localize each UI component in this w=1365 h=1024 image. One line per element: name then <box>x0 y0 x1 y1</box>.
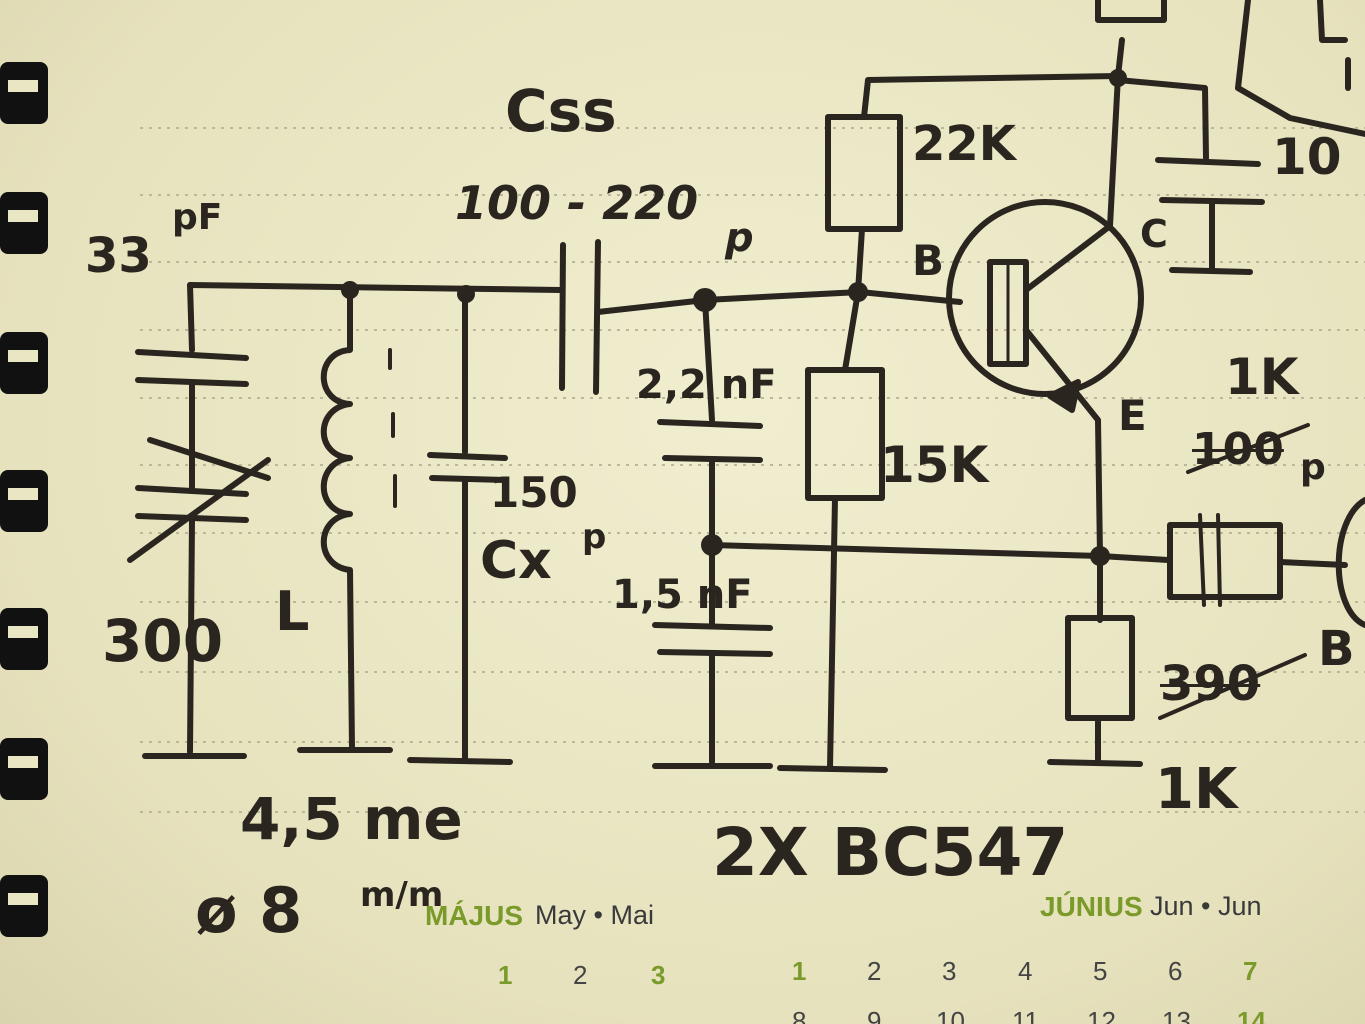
calendar-june-sub: Jun • Jun <box>1150 891 1262 921</box>
calendar-june-name: JÚNIUS <box>1040 891 1143 922</box>
label-1k-top: 1K <box>1225 348 1299 406</box>
label-var-cap: 300 <box>102 607 224 675</box>
capacitor-css <box>559 242 566 391</box>
calendar-june-day: 9 <box>867 1006 882 1024</box>
calendar-june-day: 8 <box>792 1006 807 1024</box>
capacitor-1-5nf <box>652 622 773 631</box>
calendar-june-day: 5 <box>1093 956 1108 986</box>
calendar-may-name: MÁJUS <box>425 900 524 931</box>
variable-capacitor <box>187 282 195 353</box>
crystal <box>1167 522 1283 600</box>
label-emitter: E <box>1118 391 1147 440</box>
calendar-may-day: 1 <box>498 960 513 990</box>
label-coil-diameter: ø 8 <box>195 874 303 947</box>
label-strike-100p: 100 <box>1192 424 1284 475</box>
calendar-june-day: 6 <box>1168 956 1183 986</box>
label-cx: Cx <box>480 531 552 591</box>
label-transistor: 2X BC547 <box>712 814 1069 891</box>
label-cx-value: 150 <box>490 468 578 517</box>
label-partial-b: B <box>1318 621 1355 677</box>
label-22k: 22K <box>912 116 1016 172</box>
calendar-june-day: 12 <box>1087 1006 1116 1024</box>
top-wire <box>187 282 563 293</box>
calendar-june-day: 14 <box>1237 1006 1266 1024</box>
label-coil-turns: 4,5 me <box>240 785 463 853</box>
calendar-june-day: 11 <box>1012 1006 1039 1024</box>
calendar-june-day: 13 <box>1162 1006 1191 1024</box>
calendar-june-day: 1 <box>792 956 807 986</box>
label-2-2nf: 2,2 nF <box>636 362 777 408</box>
label-1-5nf: 1,5 nF <box>612 572 753 618</box>
label-strike-100p-unit: p <box>1300 447 1326 488</box>
label-c-in-unit: pF <box>172 197 223 238</box>
calendar-june-day: 10 <box>936 1006 965 1024</box>
label-css: Css <box>505 77 617 145</box>
capacitor-2-2nf <box>657 419 763 429</box>
ruled-lines <box>140 127 1365 813</box>
label-base: B <box>912 236 945 285</box>
calendar-june-day: 3 <box>942 956 957 986</box>
label-coil-diameter-unit: m/m <box>360 875 444 915</box>
spiral-binding <box>0 62 48 937</box>
label-collector: C <box>1140 212 1168 256</box>
calendar-june-day: 4 <box>1018 956 1033 986</box>
calendar-may-sub: May • Mai <box>535 900 654 930</box>
label-c-in: 33 <box>85 228 152 284</box>
resistor-22k <box>825 114 903 232</box>
coil <box>320 287 355 751</box>
transistor-symbol <box>946 199 1144 397</box>
label-coil: L <box>275 580 310 643</box>
calendar-june-day: 7 <box>1243 956 1258 986</box>
calendar-june-day: 2 <box>867 956 882 986</box>
label-coupling-cap-unit: p <box>725 215 754 261</box>
calendar-may-day: 2 <box>573 960 588 990</box>
label-1k-bottom: 1K <box>1155 757 1238 822</box>
resistor-15k <box>805 367 885 501</box>
label-coupling-cap: 100 - 220 <box>455 176 699 230</box>
label-cx-unit: p <box>582 517 607 557</box>
label-cap-partial: 10 <box>1272 128 1342 186</box>
resistor-emitter <box>1065 615 1135 721</box>
calendar-may-day: 3 <box>651 960 666 990</box>
label-15k: 15K <box>880 436 989 494</box>
label-strike-390: 390 <box>1160 656 1261 712</box>
